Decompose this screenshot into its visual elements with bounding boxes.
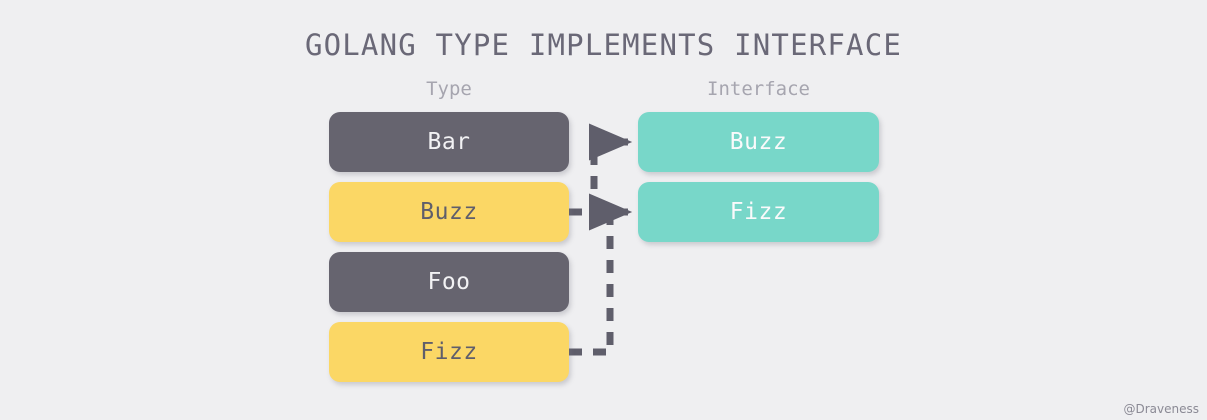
column-header-interface: Interface [707,78,810,100]
node-label: Buzz [420,199,478,225]
node-label: Fizz [729,199,788,225]
interface-node-buzz[interactable]: Buzz [638,112,879,172]
interface-node-fizz[interactable]: Fizz [638,182,879,242]
type-node-bar[interactable]: Bar [329,112,569,172]
column-header-type: Type [426,78,472,100]
node-label: Buzz [729,129,788,155]
connector-buzz-to-buzz [569,123,633,216]
node-label: Bar [427,129,471,155]
page-title: GOLANG TYPE IMPLEMENTS INTERFACE [304,28,903,62]
watermark: @Draveness [1123,402,1199,416]
type-node-fizz[interactable]: Fizz [329,322,569,382]
node-label: Fizz [420,339,478,365]
node-label: Foo [427,269,471,295]
type-node-buzz[interactable]: Buzz [329,182,569,242]
type-node-foo[interactable]: Foo [329,252,569,312]
connector-fizz-to-fizz [569,193,633,356]
